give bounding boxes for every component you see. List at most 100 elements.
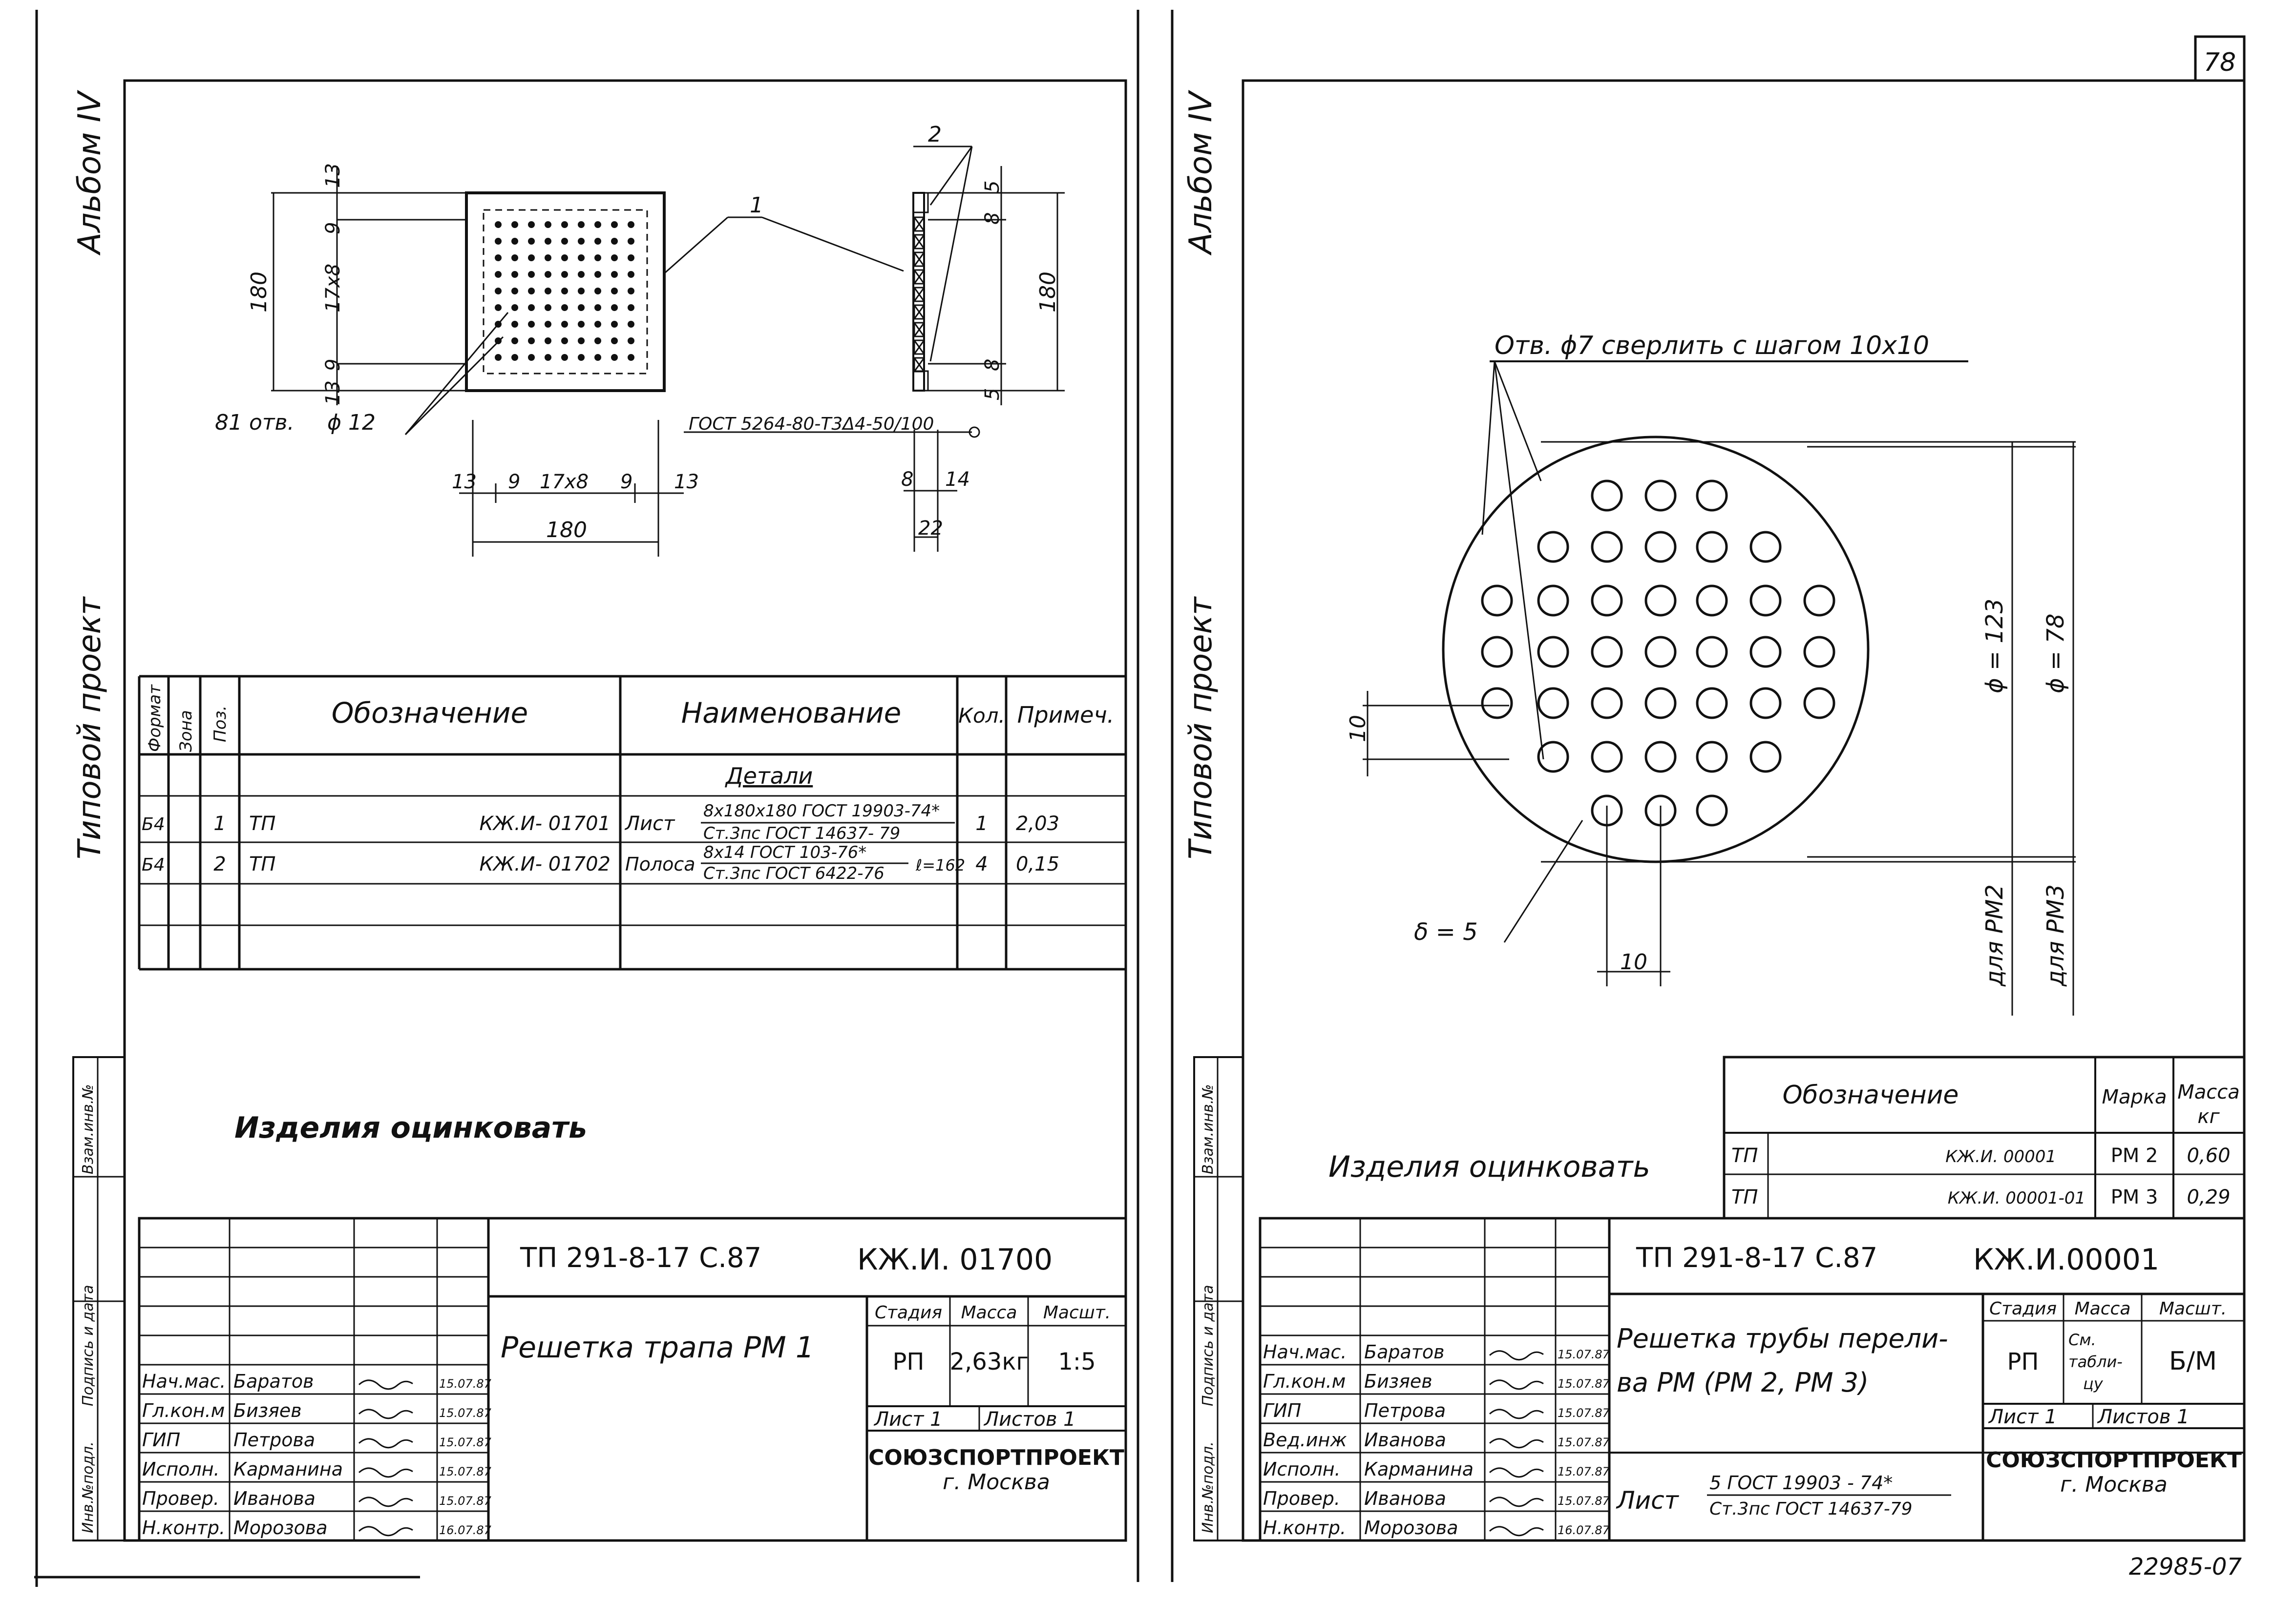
hole-mark <box>594 271 601 278</box>
hole-mark <box>528 254 535 261</box>
left-album-label: Альбом IV <box>72 89 108 256</box>
right-sheet: Альбом IV Типовой проект Отв. ϕ7 сверлит… <box>1183 79 2246 1542</box>
leader-lines <box>404 146 973 436</box>
hole-mark <box>561 304 568 311</box>
hole-mark <box>495 354 502 361</box>
person-role: Гл.кон.м <box>1263 1371 1346 1392</box>
person-name: Иванова <box>233 1488 316 1509</box>
left-galvanize-note: Изделия оцинковать <box>234 1111 587 1145</box>
round-hole-mark <box>1803 687 1835 719</box>
hole-mark <box>528 304 535 311</box>
hole-mark <box>528 271 535 278</box>
person-role: Нач.мас. <box>1263 1341 1347 1363</box>
round-hole-mark <box>1481 687 1513 719</box>
dim-8-top: 8 <box>981 212 1004 225</box>
round-hole-mark <box>1644 741 1677 773</box>
right-material-label: Лист <box>1616 1486 1680 1515</box>
round-hole-mark <box>1537 741 1569 773</box>
person-role: Н.контр. <box>142 1517 225 1539</box>
spec-section-details: Детали <box>725 763 813 789</box>
hole-mark <box>561 221 568 228</box>
right-side-label-sign: Подпись и дата <box>1200 1285 1217 1407</box>
hole-mark <box>578 337 585 344</box>
hole-mark <box>495 238 502 245</box>
right-material-top: 5 ГОСТ 19903 - 74* <box>1709 1472 1893 1494</box>
round-hole-mark <box>1591 636 1623 668</box>
hole-mark <box>594 221 601 228</box>
spec-header-designation: Обозначение <box>332 696 528 729</box>
hole-mark <box>594 254 601 261</box>
marks-row2-code: КЖ.И. 00001-01 <box>1948 1188 2085 1208</box>
person-name: Петрова <box>1364 1400 1446 1421</box>
round-hole-mark <box>1644 531 1677 563</box>
signature-mark <box>358 1438 413 1449</box>
person-date: 15.07.87 <box>439 1494 492 1508</box>
left-doc-code: КЖ.И. 01700 <box>857 1243 1053 1277</box>
marks-table: Обозначение Марка Масса кг ТП КЖ.И. 0000… <box>1723 1056 2246 1220</box>
dim-9-right: 9 <box>620 471 632 493</box>
right-side-label-inv: Инв.№подл. <box>1200 1441 1217 1533</box>
row2-pos: 2 <box>213 853 226 875</box>
hole-mark <box>511 337 518 344</box>
row1-designation-right: КЖ.И- 01701 <box>479 812 611 835</box>
spec-header-qty: Кол. <box>958 704 1005 728</box>
signature-mark <box>358 1467 413 1478</box>
left-mass-value: 2,63кг <box>949 1348 1028 1375</box>
row1-format: Б4 <box>142 814 165 834</box>
round-hole-mark <box>1696 584 1728 617</box>
hole-mark <box>528 337 535 344</box>
leader-label-2: 2 <box>928 122 942 147</box>
hole-mark <box>628 288 634 294</box>
row2-format: Б4 <box>142 855 165 875</box>
section-hatch <box>913 216 925 373</box>
label-for-rm3: для РМ3 <box>2042 884 2069 987</box>
round-hole-grid <box>1481 479 1835 827</box>
spec-header-pos: Поз. <box>211 706 230 742</box>
right-scale-value: Б/М <box>2169 1347 2217 1376</box>
table-row: ТП КЖ.И. 00001 РМ 2 0,60 <box>1731 1145 2231 1167</box>
dim-13-top: 13 <box>322 163 344 188</box>
signature-mark <box>1489 1467 1544 1478</box>
person-name: Морозова <box>233 1517 328 1539</box>
person-name: Карманина <box>1364 1458 1474 1480</box>
dim-9-bottom: 9 <box>322 359 344 371</box>
table-row: Б4 1 ТП КЖ.И- 01701 Лист 8х180х180 ГОСТ … <box>142 801 1059 843</box>
round-hole-mark <box>1481 636 1513 668</box>
marks-row2-mark: РМ 3 <box>2111 1186 2158 1208</box>
marks-header-mass-unit: кг <box>2197 1105 2220 1128</box>
round-hole-mark <box>1696 794 1728 827</box>
person-name: Бизяев <box>1364 1371 1432 1392</box>
round-hole-mark <box>1591 741 1623 773</box>
hole-mark <box>495 271 502 278</box>
row1-name-main: Лист <box>624 812 675 835</box>
person-name: Иванова <box>1364 1429 1446 1451</box>
row1-qty: 1 <box>975 812 988 835</box>
signature-mark <box>1489 1526 1544 1537</box>
signature-mark <box>358 1379 413 1390</box>
hole-mark <box>528 288 535 294</box>
person-date: 15.07.87 <box>439 1465 492 1478</box>
person-date: 15.07.87 <box>439 1377 492 1391</box>
right-stage-value: РП <box>2007 1348 2039 1375</box>
person-date: 16.07.87 <box>439 1523 492 1537</box>
hole-mark <box>528 354 535 361</box>
round-hole-mark <box>1537 531 1569 563</box>
round-hole-mark <box>1803 636 1835 668</box>
left-stage-label: Стадия <box>875 1303 942 1323</box>
left-side-label-inv: Инв.№подл. <box>80 1441 97 1533</box>
leader-label-1: 1 <box>750 193 763 218</box>
right-mass-line3: цу <box>2083 1374 2104 1393</box>
hole-mark <box>611 271 618 278</box>
marks-row1-left: ТП <box>1731 1145 1758 1167</box>
hole-mark <box>628 337 634 344</box>
dim-180-section: 180 <box>1035 271 1060 312</box>
dim-22-section: 22 <box>918 517 943 540</box>
right-project-label: Типовой проект <box>1183 596 1219 859</box>
hole-mark <box>528 238 535 245</box>
hole-mark <box>578 304 585 311</box>
hole-mark <box>611 238 618 245</box>
right-mass-line2: табли- <box>2068 1353 2123 1371</box>
grating-plan-view <box>465 191 666 392</box>
